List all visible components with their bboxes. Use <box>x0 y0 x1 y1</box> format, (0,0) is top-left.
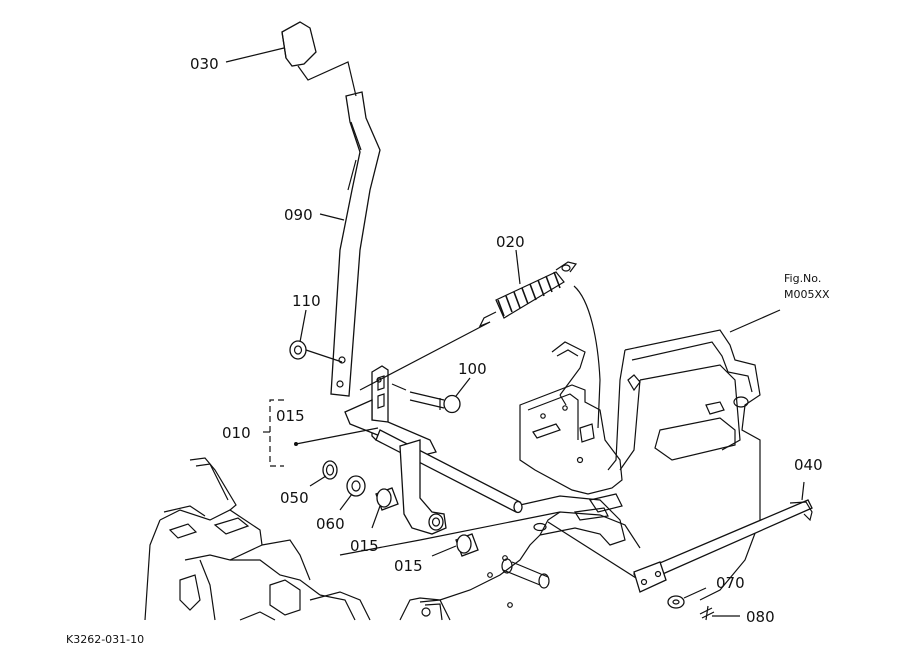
callout-030: 030 <box>190 55 219 73</box>
callout-060: 060 <box>316 515 345 533</box>
bolt-100 <box>391 383 461 414</box>
nut-110 <box>289 340 343 363</box>
callout-100: 100 <box>458 360 487 378</box>
callout-090: 090 <box>284 206 313 224</box>
drawing-code: K3262-031-10 <box>66 633 144 646</box>
callout-070: 070 <box>716 574 745 592</box>
callout-080: 080 <box>746 608 775 626</box>
callout-050: 050 <box>280 489 309 507</box>
spring-020 <box>359 261 578 391</box>
callout-015-top: 015 <box>276 407 305 425</box>
callout-110: 110 <box>292 292 321 310</box>
shaft-assembly-marker <box>294 442 298 446</box>
leader-lines <box>225 47 805 617</box>
washer-050 <box>322 460 338 480</box>
fig-number: M005XX <box>784 288 830 301</box>
bushing-015-mid <box>375 487 399 511</box>
callout-020: 020 <box>496 233 525 251</box>
rod-040 <box>547 499 813 593</box>
callout-015-low: 015 <box>394 557 423 575</box>
lever-090 <box>330 91 381 397</box>
callout-040: 040 <box>794 456 823 474</box>
callout-015-mid: 015 <box>350 537 379 555</box>
washer-060 <box>346 475 366 497</box>
bushing-015-low <box>455 533 479 557</box>
fig-label: Fig.No. <box>784 272 821 285</box>
knob-030 <box>281 21 357 97</box>
washer-070 <box>667 595 685 609</box>
callout-010: 010 <box>222 424 251 442</box>
link-rod-curve <box>573 285 601 429</box>
frame-chassis <box>144 329 761 621</box>
cotter-pin-080 <box>699 605 715 621</box>
shaft-assembly-010 <box>263 365 523 535</box>
